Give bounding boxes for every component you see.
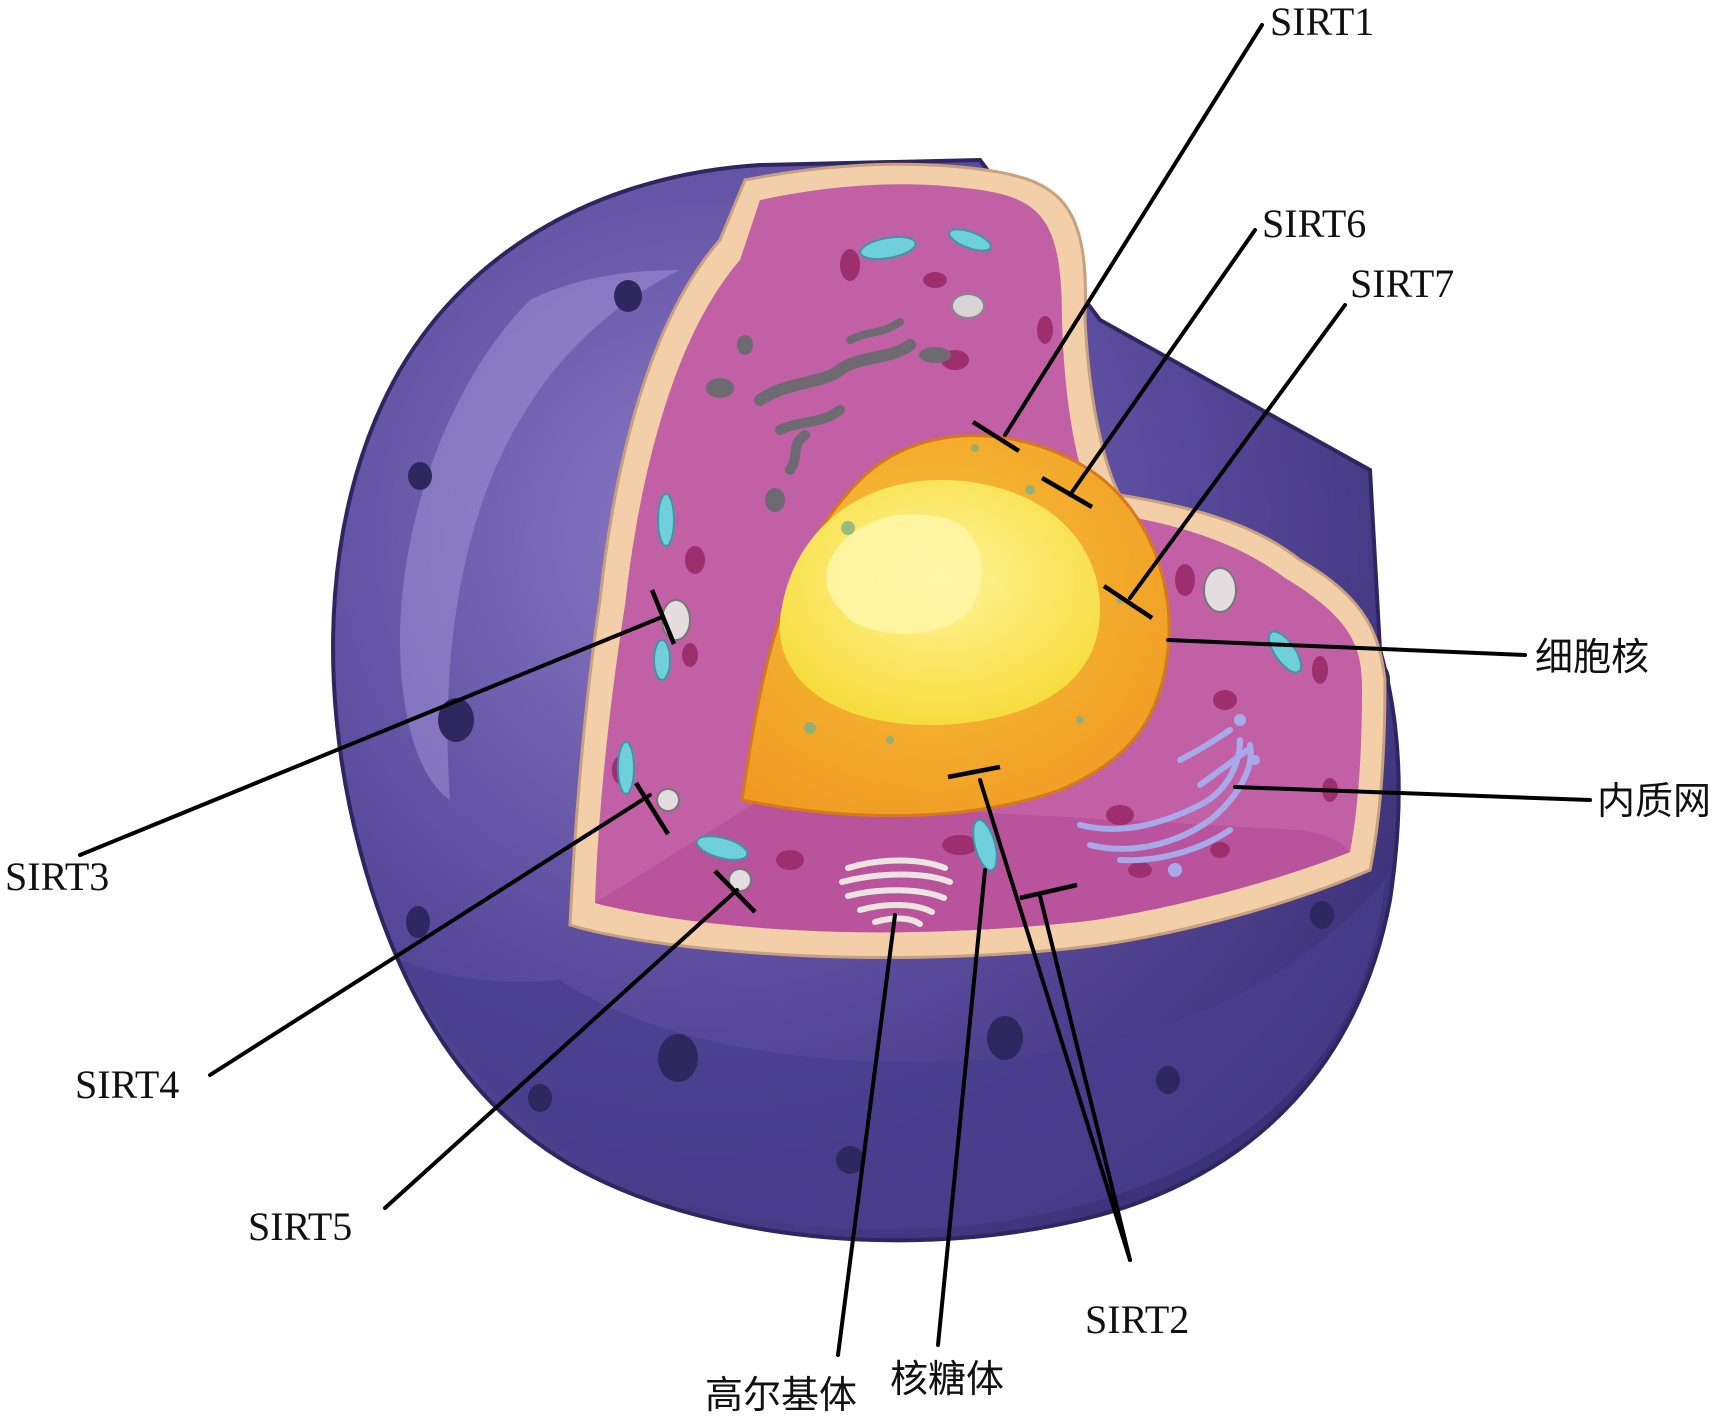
label-sirt4: SIRT4 [75,1062,179,1107]
label-golgi: 高尔基体 [705,1373,857,1417]
label-sirt5: SIRT5 [248,1204,352,1249]
label-sirt2: SIRT2 [1085,1297,1189,1342]
label-er: 内质网 [1597,779,1711,823]
label-ribosome: 核糖体 [890,1357,1004,1401]
label-sirt6: SIRT6 [1262,201,1366,246]
label-nucleus: 细胞核 [1535,635,1649,679]
label-sirt1: SIRT1 [1270,0,1374,44]
label-sirt3: SIRT3 [5,854,109,899]
label-sirt7: SIRT7 [1350,261,1454,306]
